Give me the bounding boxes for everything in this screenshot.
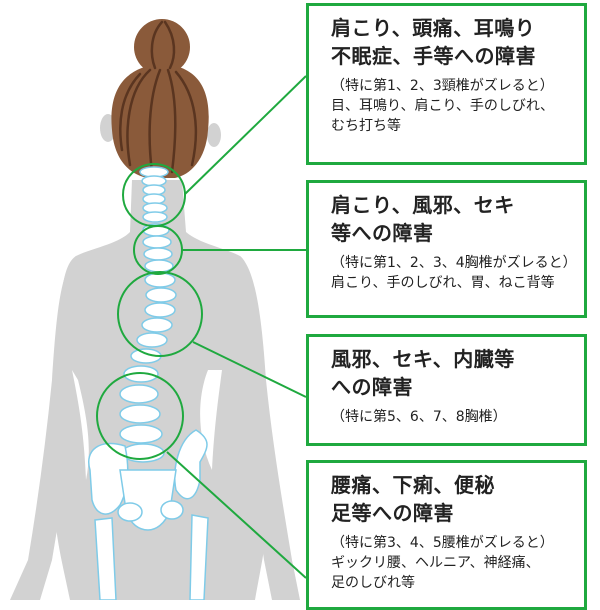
detail-line: （特に第3、4、5腰椎がズレると） xyxy=(331,535,554,551)
leader-lines xyxy=(166,75,307,579)
pelvis xyxy=(88,429,209,600)
detail-line: 足のしびれ等 xyxy=(331,575,415,591)
callout-upper-thoracic: 肩こり、風邪、セキ 等への障害 （特に第1、2、3、4胸椎がズレると） 肩こり、… xyxy=(306,180,587,318)
detail-line: ギックリ腰、ヘルニア、神経痛、 xyxy=(331,555,540,571)
callout-title: 肩こり、頭痛、耳鳴り 不眠症、手等への障害 xyxy=(331,14,574,70)
callout-cervical: 肩こり、頭痛、耳鳴り 不眠症、手等への障害 （特に第1、2、3頸椎がズレると） … xyxy=(306,3,587,165)
title-line: 足等への障害 xyxy=(331,501,454,525)
callout-detail: （特に第1、2、3、4胸椎がズレると） 肩こり、手のしびれ、胃、ねこ背等 xyxy=(331,253,577,293)
title-line: への障害 xyxy=(331,375,413,399)
callout-title: 肩こり、風邪、セキ 等への障害 xyxy=(331,191,574,247)
detail-line: むち打ち等 xyxy=(331,118,401,134)
circle-mid-thoracic xyxy=(117,271,203,357)
title-line: 風邪、セキ、内臓等 xyxy=(331,347,515,371)
title-line: 等への障害 xyxy=(331,221,434,245)
circle-lumbar xyxy=(96,372,184,460)
callout-mid-thoracic: 風邪、セキ、内臓等 への障害 （特に第5、6、7、8胸椎） xyxy=(306,334,587,446)
detail-line: （特に第5、6、7、8胸椎） xyxy=(331,409,507,425)
title-line: 肩こり、頭痛、耳鳴り xyxy=(331,16,536,40)
callout-detail: （特に第5、6、7、8胸椎） xyxy=(331,407,574,427)
callout-title: 腰痛、下痢、便秘 足等への障害 xyxy=(331,471,574,527)
callout-detail: （特に第1、2、3頸椎がズレると） 目、耳鳴り、肩こり、手のしびれ、 むち打ち等 xyxy=(331,76,574,136)
callout-title: 風邪、セキ、内臓等 への障害 xyxy=(331,345,574,401)
title-line: 肩こり、風邪、セキ xyxy=(331,193,515,217)
detail-line: （特に第1、2、3頸椎がズレると） xyxy=(331,78,554,94)
callout-lumbar: 腰痛、下痢、便秘 足等への障害 （特に第3、4、5腰椎がズレると） ギックリ腰、… xyxy=(306,460,587,610)
detail-line: 肩こり、手のしびれ、胃、ねこ背等 xyxy=(331,275,555,291)
waist-gap-left xyxy=(72,370,89,480)
title-line: 腰痛、下痢、便秘 xyxy=(331,473,495,497)
hair xyxy=(111,19,209,178)
callout-detail: （特に第3、4、5腰椎がズレると） ギックリ腰、ヘルニア、神経痛、 足のしびれ等 xyxy=(331,533,574,593)
detail-line: 目、耳鳴り、肩こり、手のしびれ、 xyxy=(331,98,555,114)
title-line: 不眠症、手等への障害 xyxy=(331,44,536,68)
detail-line: （特に第1、2、3、4胸椎がズレると） xyxy=(331,255,577,271)
